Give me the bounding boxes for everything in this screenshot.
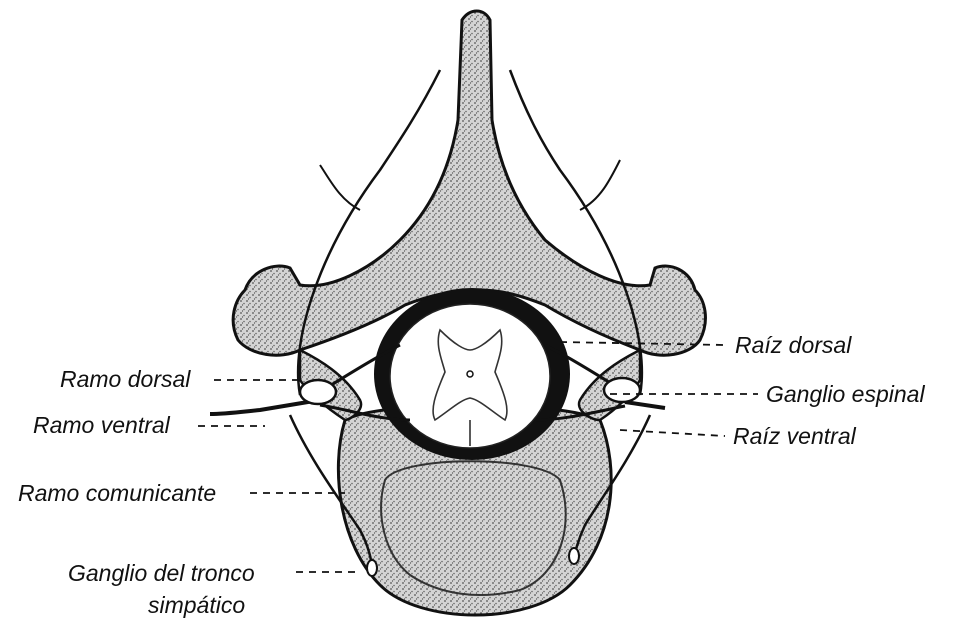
left-sympathetic-ganglion [367, 560, 377, 576]
left-spinal-nerve [210, 400, 320, 414]
label-ganglio-espinal: Ganglio espinal [766, 383, 925, 406]
label-ganglio-tronco-line2: simpático [148, 594, 245, 617]
leader-raiz-ventral [620, 430, 725, 436]
label-ramo-ventral: Ramo ventral [33, 414, 170, 437]
label-ramo-dorsal: Ramo dorsal [60, 368, 190, 391]
right-sympathetic-ganglion [569, 548, 579, 564]
label-ganglio-tronco-line1: Ganglio del tronco [68, 562, 255, 585]
label-raiz-dorsal: Raíz dorsal [735, 334, 851, 357]
right-spinal-nerve [625, 402, 665, 408]
right-spinal-ganglion [604, 378, 640, 402]
left-spinal-ganglion [300, 380, 336, 404]
left-dorsal-ramus-branch [320, 165, 360, 210]
right-dorsal-ramus-branch [580, 160, 620, 210]
label-ramo-comunicante: Ramo comunicante [18, 482, 216, 505]
label-raiz-ventral: Raíz ventral [733, 425, 856, 448]
